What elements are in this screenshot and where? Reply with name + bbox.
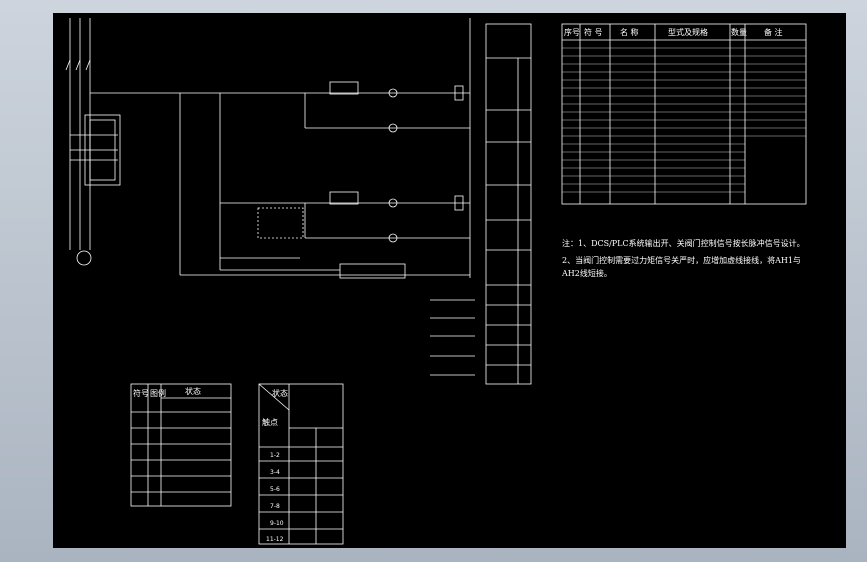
drawing-sheet [53, 13, 846, 548]
parts-table-rows [562, 47, 806, 193]
parts-table-headers: 序号 符 号 名 称 型式及规格 数量 备 注 [564, 27, 783, 37]
header-contact-side: 触点 [262, 417, 278, 427]
header-state: 状态 [185, 386, 201, 396]
contact-symbols [430, 299, 475, 376]
header-remark: 备 注 [764, 27, 783, 37]
contact-row-label: 5-6 [270, 486, 280, 493]
contact-row-label: 3-4 [270, 469, 280, 476]
note-line-1: 注：1、DCS/PLC系统输出开、关阀门控制信号按长脉冲信号设计。 [562, 239, 805, 248]
power-bus-lines [65, 18, 121, 250]
contact-row-label: 7-8 [270, 503, 280, 510]
control-circuit-open [90, 81, 470, 270]
control-circuit-bottom [179, 18, 471, 279]
header-name: 名 称 [620, 27, 639, 37]
header-seq: 序号 [564, 27, 580, 37]
contact-table-labels: 状态 触点 1-2 3-4 5-6 7-8 9-10 11-12 [262, 388, 288, 543]
symbol-table [130, 383, 232, 507]
contact-row-label: 1-2 [270, 452, 280, 459]
header-spec: 型式及规格 [668, 27, 708, 37]
note-line-2: 2、当阀门控制需要过力矩信号关严时，应增加虚线接线，将AH1与AH2线短接。 [562, 256, 801, 278]
header-state-top: 状态 [272, 388, 288, 398]
header-symbol: 符 号 [584, 27, 603, 37]
parts-table [561, 23, 807, 205]
header-tuli: 图例 [150, 388, 166, 398]
control-circuit-close [220, 191, 470, 243]
function-label-column [485, 23, 532, 385]
header-qty: 数量 [731, 27, 747, 37]
header-fuhao: 符号 [133, 388, 149, 398]
symbol-table-headers: 符号 图例 状态 [133, 386, 201, 398]
contact-state-table [258, 383, 344, 545]
motor-symbol [76, 250, 92, 266]
contact-row-label: 11-12 [266, 536, 284, 543]
contact-row-label: 9-10 [270, 520, 284, 527]
